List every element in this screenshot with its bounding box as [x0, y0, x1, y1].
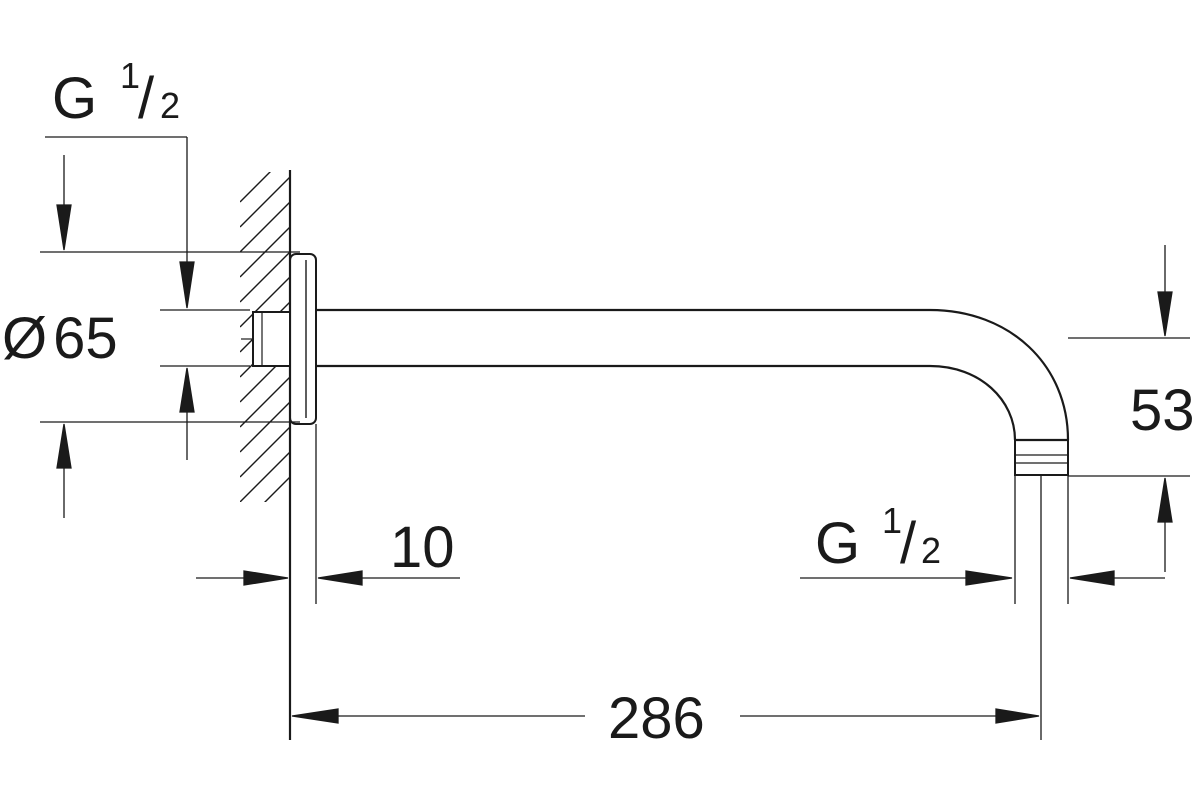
dimension-flange-depth: [196, 424, 460, 604]
dimension-wall-thread: [45, 136, 195, 460]
flange-extension-lines: [40, 251, 300, 423]
svg-text:Ø65: Ø65: [2, 306, 118, 371]
wall-thread-label: G 1 / 2: [52, 55, 180, 131]
svg-text:G: G: [52, 66, 97, 131]
svg-text:2: 2: [921, 530, 941, 571]
drop-height-label: 53: [1130, 378, 1195, 443]
wall-flange: [289, 253, 317, 425]
shower-arm-body: [316, 308, 1070, 442]
dimension-arm-length: [291, 476, 1042, 740]
svg-text:/: /: [138, 66, 155, 131]
wall-section: [240, 170, 292, 740]
arm-length-label: 286: [608, 686, 705, 751]
svg-text:/: /: [900, 511, 917, 576]
outlet-thread-label: G 1 / 2: [815, 500, 941, 576]
wall-hatching: [240, 172, 289, 502]
diameter-value: 65: [53, 306, 118, 371]
svg-text:1: 1: [120, 55, 140, 96]
diameter-symbol: Ø: [2, 306, 47, 371]
svg-text:G: G: [815, 511, 860, 576]
wall-connection-thread: [241, 311, 291, 367]
dimension-drop-height: [1157, 245, 1173, 572]
svg-text:2: 2: [160, 85, 180, 126]
dimension-flange-diameter: [56, 155, 72, 518]
flange-depth-label: 10: [390, 515, 455, 580]
outlet-thread: [1014, 439, 1069, 476]
dimension-outlet-thread: [800, 476, 1165, 604]
svg-text:1: 1: [882, 500, 902, 541]
